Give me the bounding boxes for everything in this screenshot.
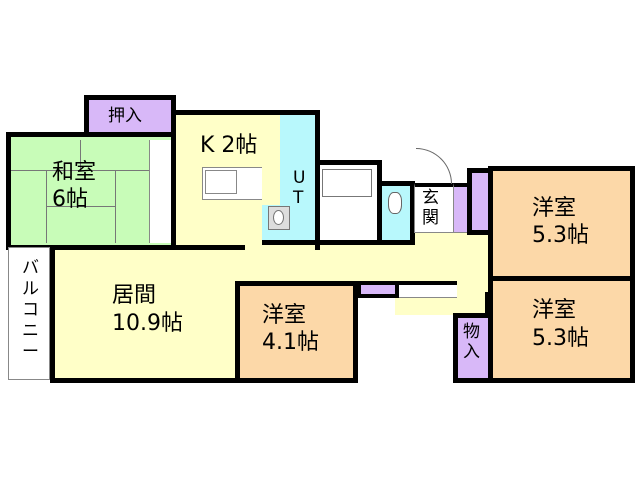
tatami-strip (149, 140, 171, 243)
genkan-label: 玄 関 (422, 188, 439, 228)
tatami-line (46, 206, 115, 207)
monoire-closet (453, 313, 493, 383)
stove (205, 170, 237, 194)
balcony-label: バ ル コ ニ ー (22, 258, 39, 362)
ut-label: U T (293, 168, 306, 208)
yoshitsu-a-size: 5.3帖 (532, 223, 589, 248)
kitchen-notch (262, 115, 280, 205)
yoshitsu-room-upper (488, 166, 635, 281)
small-closet (357, 281, 399, 298)
yoshitsu-b-name: 洋室 (532, 298, 577, 323)
yoshitsu-b-size: 5.3帖 (532, 326, 589, 351)
yoshitsu-a-name: 洋室 (532, 196, 577, 221)
corridor-wall (399, 281, 457, 298)
washbasin-bowl (273, 210, 284, 225)
yoshitsu-c-name: 洋室 (262, 303, 307, 328)
balcony (8, 247, 50, 380)
kitchen-label: K 2帖 (200, 133, 258, 158)
washitsu-name: 和室 (52, 160, 97, 185)
toilet-icon (388, 192, 402, 214)
yoshitsu-room-small (235, 281, 358, 383)
tatami-line (115, 170, 116, 243)
monoire-label: 物 入 (463, 322, 480, 362)
genkan (414, 183, 454, 233)
living-size: 10.9帖 (112, 311, 183, 336)
entrance-door-icon (416, 148, 452, 184)
washitsu-size: 6帖 (52, 187, 88, 212)
oshiire-label: 押入 (108, 106, 142, 126)
living-name: 居間 (112, 283, 157, 308)
tatami-line (80, 140, 81, 170)
yoshitsu-c-size: 4.1帖 (262, 330, 319, 355)
bathtub-icon (322, 169, 372, 197)
tatami-line (11, 170, 149, 171)
washitsu-room (6, 132, 176, 250)
